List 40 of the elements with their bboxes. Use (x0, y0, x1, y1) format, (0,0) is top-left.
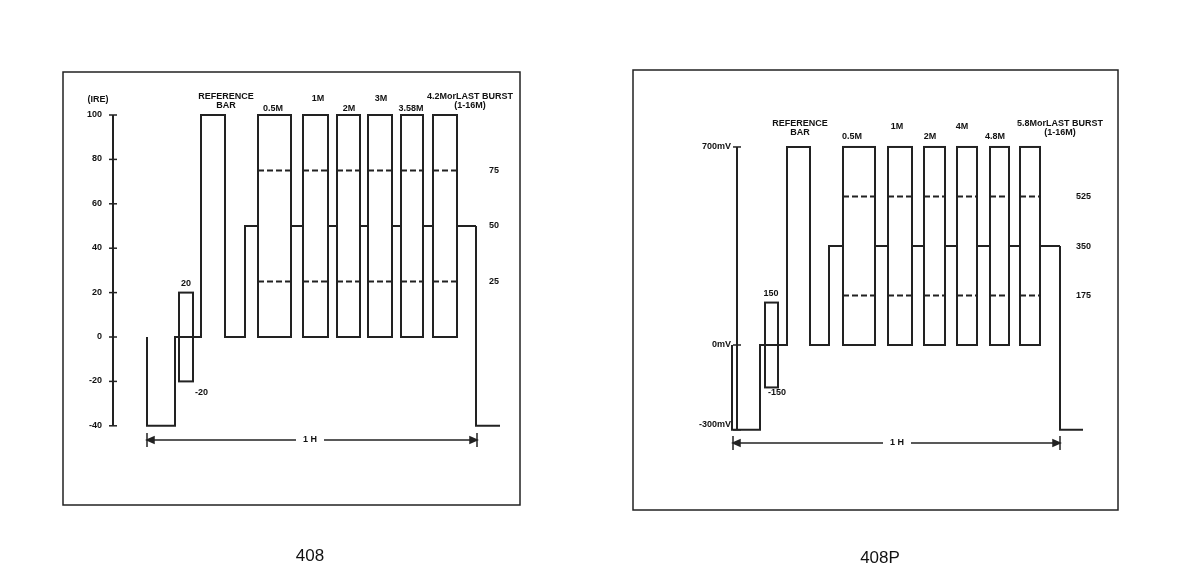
axis-tick-label: 20 (92, 288, 102, 298)
level-label: -20 (195, 388, 208, 398)
level-label: 525 (1076, 192, 1092, 202)
axis-tick-label: -300mV (698, 420, 731, 430)
axis-tick-label: 100 (86, 110, 102, 120)
axis-tick-label: -20 (89, 376, 102, 386)
axis-unit-label: (IRE) (87, 95, 109, 105)
frequency-label: 2M (923, 132, 937, 142)
axis-tick-label: 40 (92, 243, 102, 253)
axis-tick-label: 700mV (701, 142, 731, 152)
frequency-label: 5.8MorLAST BURST (1-16M) (1016, 118, 1104, 138)
frequency-label: 4.2MorLAST BURST (1-16M) (426, 91, 514, 111)
level-label: 150 (763, 289, 779, 299)
caption: 408 (295, 547, 325, 565)
axis-tick-label: 80 (92, 154, 102, 164)
bar-label: REFERENCE BAR (771, 118, 829, 138)
axis-tick-label: -40 (89, 421, 102, 431)
axis-tick-label: 0 (97, 332, 102, 342)
dimension-label: 1 H (888, 438, 906, 448)
level-label: -150 (768, 388, 786, 398)
level-label: 20 (181, 279, 191, 289)
frequency-label: 2M (342, 104, 356, 114)
frequency-label: 4M (955, 122, 969, 132)
frequency-label: 1M (311, 94, 325, 104)
level-label: 50 (489, 221, 499, 231)
dimension-label: 1 H (301, 435, 319, 445)
frequency-label: 3.58M (398, 104, 424, 114)
frequency-label: 0.5M (263, 104, 283, 114)
level-label: 175 (1076, 291, 1092, 301)
level-label: 350 (1076, 242, 1092, 252)
frequency-label: 0.5M (842, 132, 862, 142)
frequency-label: 4.8M (985, 132, 1005, 142)
axis-tick-label: 0mV (712, 340, 731, 350)
level-label: 25 (489, 277, 499, 287)
level-label: 75 (489, 166, 499, 176)
bar-label: REFERENCE BAR (197, 91, 255, 111)
axis-tick-label: 60 (92, 199, 102, 209)
caption: 408P (860, 549, 900, 567)
frequency-label: 3M (374, 94, 388, 104)
frequency-label: 1M (890, 122, 904, 132)
